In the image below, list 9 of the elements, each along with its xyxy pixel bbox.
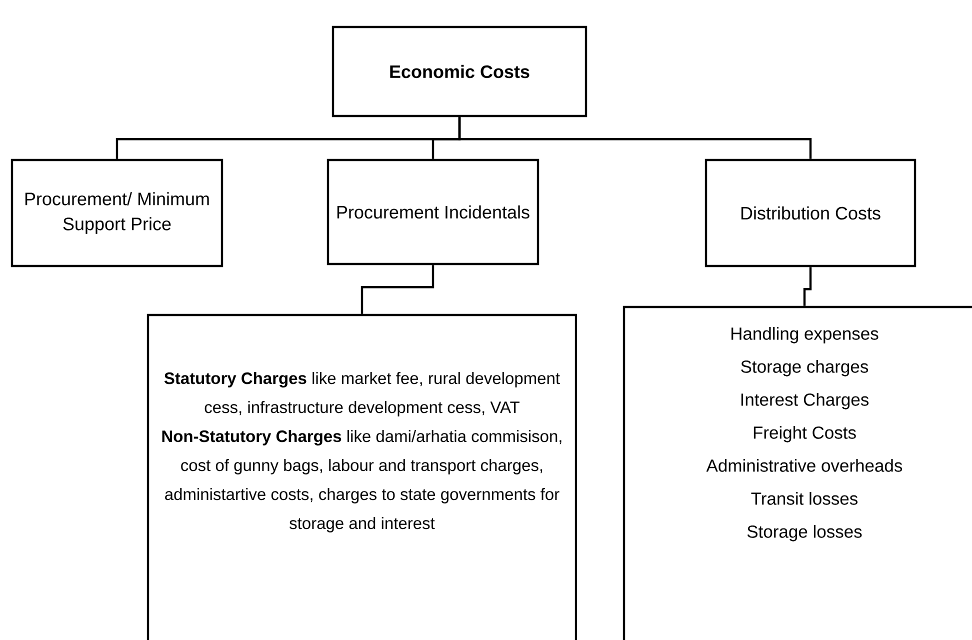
connector-line	[360, 265, 434, 314]
category-box: Procurement/ Minimum Support Price	[10, 158, 224, 268]
category-box: Distribution Costs	[704, 158, 916, 268]
detail-box: Statutory Charges like market fee, rural development cess, infrastructure development cess, VAT Non-Statutory Charges like dami/arhatia commisison, cost of gunny bags, labour and transport charges, administartive costs, charges to state governments for storage and interest	[146, 314, 578, 640]
connector-line	[458, 117, 812, 159]
category-box: Procurement Incidentals	[326, 158, 540, 266]
title-box: Economic Costs	[332, 26, 588, 118]
detail-box: Handling expenses Storage charges Interest Charges Freight Costs Administrative overheads Transit losses Storage losses	[622, 306, 972, 640]
connector-line	[803, 267, 812, 306]
